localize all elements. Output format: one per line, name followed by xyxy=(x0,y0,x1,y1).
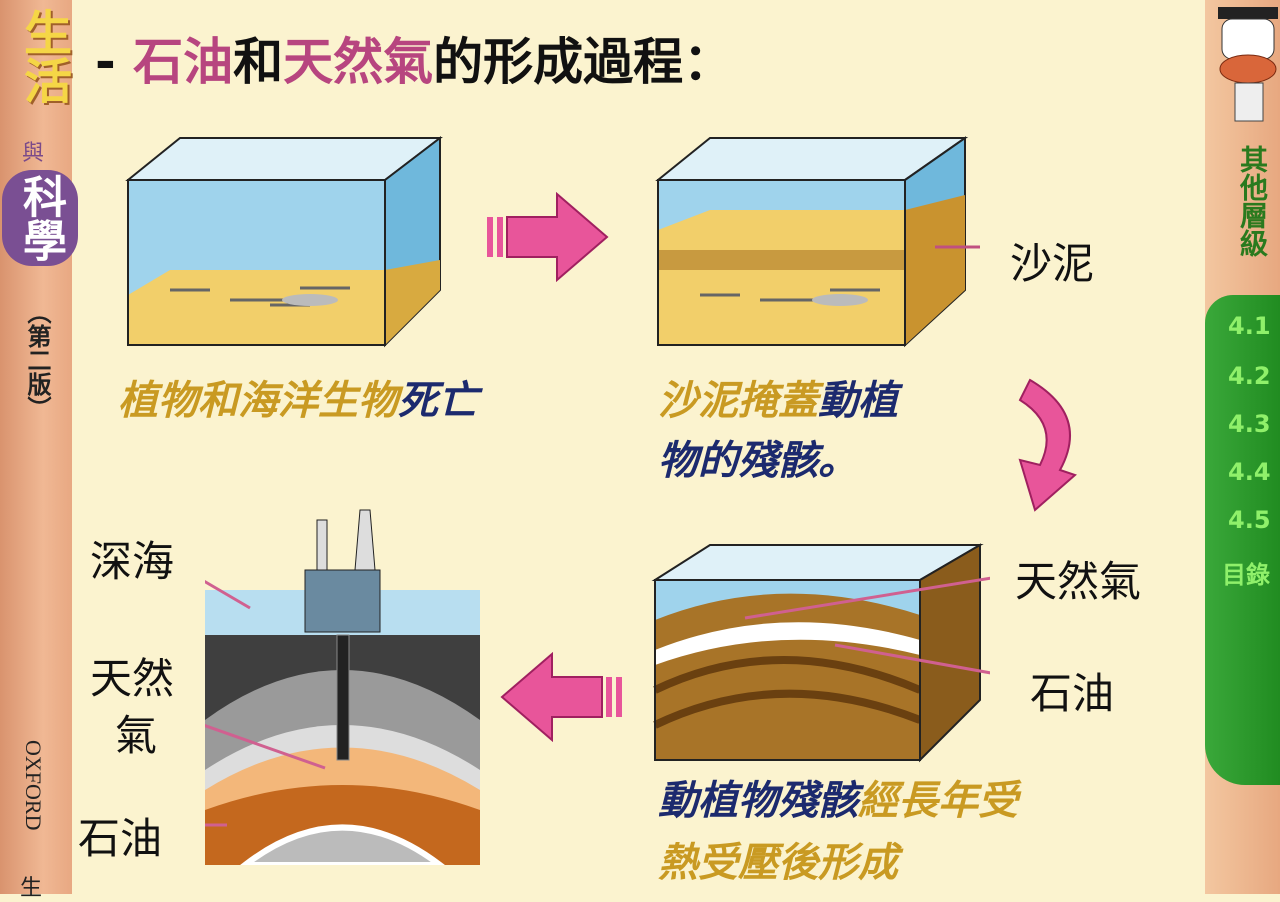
brand-science: 科學 xyxy=(2,170,78,266)
label-natural-gas: 天然氣 xyxy=(1015,557,1142,606)
step4-drilling-cross-section xyxy=(205,509,480,865)
step2-caption-line2: 物的殘骸。 xyxy=(658,438,858,484)
arrow-left-icon xyxy=(500,652,622,742)
step2-sediment-illustration xyxy=(655,136,980,348)
label-deep-sea: 深海 xyxy=(90,537,175,586)
step1-seabed-illustration xyxy=(125,135,443,348)
step3-oil-gas-formation-illustration xyxy=(651,543,990,763)
publisher-label: OXFORD xyxy=(21,740,46,831)
other-levels-link[interactable]: 其他層級 xyxy=(1236,145,1269,257)
brand-and: 與 xyxy=(22,141,45,166)
step1-caption: 植物和海洋生物死亡 xyxy=(118,378,478,424)
label-oil-reservoir: 石油 xyxy=(78,814,163,863)
edition-label: （第二版） xyxy=(23,300,51,420)
step3-caption-line1: 動植物殘骸經長年受 xyxy=(658,778,1018,824)
label-gas-line1: 天然 xyxy=(90,654,175,703)
spine-char: 生 xyxy=(20,876,43,901)
brand-life: 生活 xyxy=(15,8,71,104)
arrow-curved-down-icon xyxy=(1018,378,1077,512)
arrow-right-icon xyxy=(487,192,609,282)
label-gas-line2: 氣 xyxy=(115,711,158,760)
step2-caption-line1: 沙泥掩蓋動植 xyxy=(658,378,898,424)
chapter-nav-panel xyxy=(1205,295,1280,785)
nav-4-3[interactable]: 4.3 xyxy=(1228,410,1271,438)
left-book-spine: 生活 與 科學 （第二版） OXFORD 生 xyxy=(0,0,78,901)
step3-caption-line2: 熱受壓後形成 xyxy=(658,840,898,886)
nav-contents[interactable]: 目錄 xyxy=(1222,561,1270,589)
nav-4-1[interactable]: 4.1 xyxy=(1228,312,1271,340)
nav-4-4[interactable]: 4.4 xyxy=(1228,458,1271,486)
mascot-cow-icon xyxy=(1218,7,1278,122)
label-oil: 石油 xyxy=(1030,669,1115,718)
label-sand-mud: 沙泥 xyxy=(1010,239,1095,288)
nav-4-2[interactable]: 4.2 xyxy=(1228,362,1271,390)
page-title: - 石油和天然氣的形成過程： xyxy=(95,33,734,91)
nav-4-5[interactable]: 4.5 xyxy=(1228,506,1271,534)
